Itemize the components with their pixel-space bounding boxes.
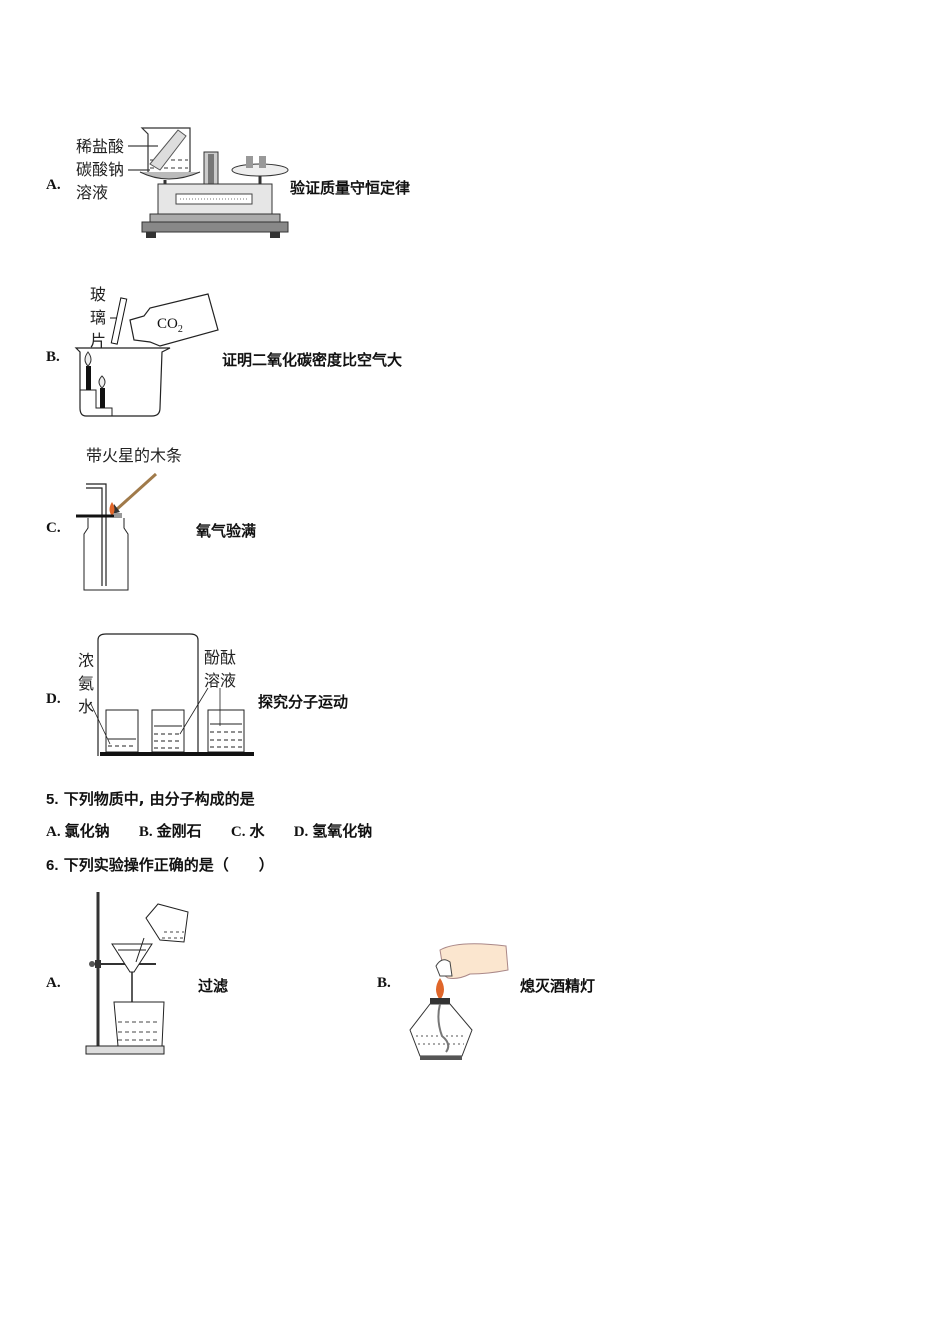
label-glass-1: 玻: [90, 285, 107, 304]
label-glass-2: 璃: [90, 308, 107, 327]
question-5: 5. 下列物质中, 由分子构成的是: [46, 788, 255, 809]
label-dilute-hcl: 稀盐酸: [76, 137, 125, 156]
gas-bottle-figure: [76, 472, 158, 591]
option-d-letter: D.: [46, 691, 61, 707]
co2-pour-figure: [74, 293, 219, 417]
q6-option-a-letter: A.: [46, 975, 61, 991]
question-5-answers: A.氯化钠 B.金刚石 C.水 D.氢氧化钠: [46, 820, 396, 841]
label-solution: 溶液: [76, 183, 109, 202]
label-ammonia-1: 浓: [78, 651, 95, 670]
label-phenol-1: 酚酞: [204, 648, 237, 667]
answer-b[interactable]: B.金刚石: [138, 822, 202, 840]
label-ammonia-3: 水: [78, 697, 95, 716]
option-c-letter: C.: [46, 520, 61, 536]
question-6-number: 6.: [46, 857, 59, 874]
question-6: 6. 下列实验操作正确的是（ ）: [46, 854, 274, 875]
balance-figure: [128, 127, 289, 238]
alcohol-lamp-figure: [409, 943, 509, 1060]
option-b-letter: B.: [46, 349, 60, 365]
filtration-figure: [85, 892, 189, 1055]
co2-label: CO2: [157, 316, 183, 335]
answer-a[interactable]: A.氯化钠: [46, 822, 110, 840]
question-5-number: 5.: [46, 791, 59, 808]
q6-option-a-caption: 过滤: [198, 977, 229, 995]
question-5-text: 下列物质中, 由分子构成的是: [63, 790, 255, 808]
label-ammonia-2: 氨: [78, 674, 95, 693]
q6-option-b-caption: 熄灭酒精灯: [520, 977, 596, 995]
option-d-caption: 探究分子运动: [258, 693, 349, 711]
answer-d[interactable]: D.氢氧化钠: [293, 822, 373, 840]
molecule-motion-figure: [89, 633, 254, 756]
option-c-caption: 氧气验满: [196, 522, 257, 540]
option-a-caption: 验证质量守恒定律: [290, 179, 411, 197]
option-b-caption: 证明二氧化碳密度比空气大: [222, 351, 403, 369]
q6-option-b-letter: B.: [377, 975, 391, 991]
label-phenol-2: 溶液: [204, 671, 237, 690]
label-glass-3: 片: [90, 331, 107, 350]
option-a-letter: A.: [46, 177, 61, 193]
label-sodium-carbonate: 碳酸钠: [76, 160, 125, 179]
answer-c[interactable]: C.水: [230, 822, 265, 840]
label-glowing-splint: 带火星的木条: [86, 446, 183, 465]
question-6-text: 下列实验操作正确的是（ ）: [63, 856, 274, 874]
